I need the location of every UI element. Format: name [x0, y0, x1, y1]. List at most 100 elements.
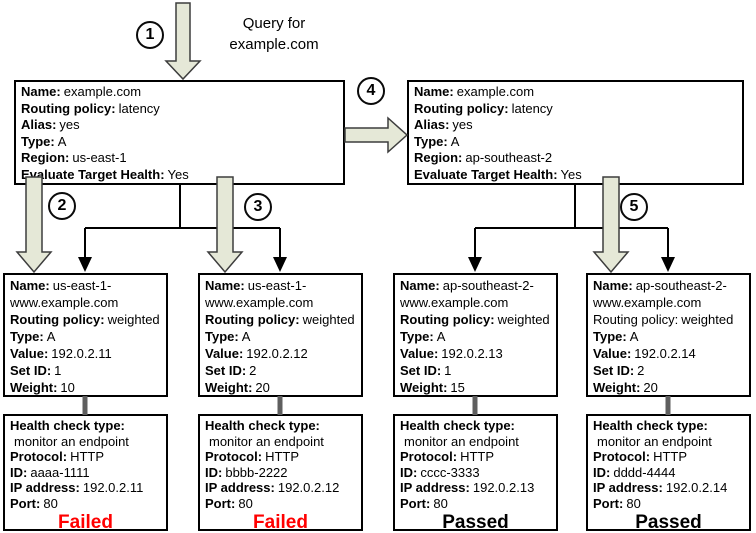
health-status-failed: Failed — [253, 512, 308, 531]
field-label: Protocol: — [205, 449, 263, 464]
field-value: weighted — [681, 312, 734, 327]
field-label: Set ID: — [593, 363, 635, 378]
record-field: IP address:192.0.2.11 — [10, 480, 161, 496]
field-label: Value: — [593, 346, 632, 361]
record-field: Name:ap-southeast-2-www.example.com — [400, 277, 551, 311]
record-field: Protocol:HTTP — [400, 449, 551, 465]
record-field: monitor an endpoint — [10, 434, 161, 450]
flow-arrow-3-down-icon — [206, 176, 244, 274]
record-field: Routing policy:latency — [414, 101, 737, 118]
record-field: ID:bbbb-2222 — [205, 465, 356, 481]
latency-record-box-ap-southeast-2: Name:example.com Routing policy:latency … — [407, 80, 744, 185]
field-value: A — [436, 329, 446, 344]
field-label: Value: — [400, 346, 439, 361]
health-check-box-1: Health check type: monitor an endpoint P… — [3, 414, 168, 531]
field-value: 192.0.2.12 — [246, 346, 308, 361]
field-value: 80 — [238, 495, 253, 511]
field-value: A — [450, 133, 460, 149]
record-field: ID:aaaa-1111 — [10, 465, 161, 481]
record-field: Evaluate Target Health:Yes — [21, 167, 338, 184]
step-circle-4: 4 — [357, 77, 385, 105]
field-label: Health check type: — [10, 418, 125, 433]
field-value: A — [241, 329, 251, 344]
record-field: Region:ap-southeast-2 — [414, 150, 737, 167]
record-field: IP address:192.0.2.12 — [205, 480, 356, 496]
record-link-stub — [277, 396, 283, 415]
field-value: bbbb-2222 — [225, 464, 288, 480]
field-value: 192.0.2.11 — [82, 480, 144, 495]
field-value: weighted — [107, 312, 160, 327]
record-field: Name:us-east-1-www.example.com — [205, 277, 356, 311]
weighted-record-box-3: Name:ap-southeast-2-www.example.com Rout… — [393, 273, 558, 397]
record-field: Port:80 — [205, 496, 356, 512]
field-label: Name: — [593, 278, 633, 293]
field-value: latency — [118, 100, 160, 116]
record-field: Weight:20 — [593, 379, 744, 395]
field-label: Health check type: — [205, 418, 320, 433]
field-value: 192.0.2.12 — [277, 480, 340, 495]
record-field: Protocol:HTTP — [593, 449, 744, 465]
field-label: IP address: — [10, 480, 80, 495]
field-label: Type: — [414, 133, 448, 149]
field-label: Weight: — [593, 380, 641, 395]
record-field: Type:A — [414, 134, 737, 151]
step-circle-5: 5 — [620, 193, 648, 221]
field-value: A — [46, 329, 56, 344]
field-label: IP address: — [205, 480, 275, 495]
field-value: 1 — [444, 363, 452, 378]
field-label: Routing policy: — [10, 312, 105, 327]
record-field: Type:A — [10, 328, 161, 345]
step-circle-1: 1 — [136, 21, 164, 49]
field-value: 80 — [626, 495, 641, 511]
field-label: Weight: — [10, 380, 58, 395]
health-check-box-4: Health check type: monitor an endpoint P… — [586, 414, 751, 531]
record-field: Region:us-east-1 — [21, 150, 338, 167]
field-value: 80 — [43, 495, 58, 511]
field-label: Region: — [21, 150, 70, 165]
field-value: weighted — [302, 312, 355, 327]
record-field: Alias:yes — [414, 117, 737, 134]
field-label: Port: — [593, 495, 624, 511]
record-field: Weight:15 — [400, 379, 551, 395]
field-value: 80 — [433, 495, 448, 511]
record-field: monitor an endpoint — [400, 434, 551, 450]
field-label: Protocol: — [400, 449, 458, 464]
field-label: Type: — [21, 133, 55, 149]
field-value: ap-southeast-2 — [465, 150, 553, 165]
field-label: ID: — [400, 464, 418, 480]
field-label: Routing policy: — [400, 312, 495, 327]
field-value: 2 — [637, 363, 645, 378]
field-value: yes — [59, 117, 80, 132]
field-label: Name: — [414, 84, 454, 99]
record-field: Health check type: — [593, 418, 744, 434]
field-value: 192.0.2.11 — [51, 346, 112, 361]
field-label: Weight: — [400, 380, 448, 395]
field-value: monitor an endpoint — [209, 433, 324, 449]
record-field: Routing policy:weighted — [10, 311, 161, 328]
record-field: Weight:20 — [205, 379, 356, 395]
health-status-passed: Passed — [442, 512, 509, 531]
field-label: Protocol: — [593, 449, 651, 464]
field-label: Type: — [593, 329, 627, 344]
tree-arrowhead-icons — [78, 257, 675, 272]
field-label: Routing policy: — [21, 100, 116, 116]
field-value: 1 — [54, 363, 62, 378]
field-label: ID: — [593, 464, 611, 480]
field-label: Alias: — [414, 117, 450, 132]
record-field: monitor an endpoint — [205, 434, 356, 450]
record-field: Port:80 — [10, 496, 161, 512]
field-value: weighted — [497, 312, 550, 327]
flow-arrow-4-right-icon — [344, 116, 409, 154]
field-value: 192.0.2.13 — [441, 346, 503, 361]
record-field: Value:192.0.2.12 — [205, 345, 356, 362]
health-status-passed: Passed — [635, 512, 702, 531]
field-label: Name: — [400, 278, 440, 293]
health-status-failed: Failed — [58, 512, 113, 531]
field-label: Health check type: — [593, 418, 708, 433]
field-label: Name: — [10, 278, 50, 293]
record-field: Health check type: — [205, 418, 356, 434]
field-value: HTTP — [265, 449, 300, 464]
field-value: example.com — [63, 84, 142, 99]
field-value: A — [629, 329, 639, 344]
